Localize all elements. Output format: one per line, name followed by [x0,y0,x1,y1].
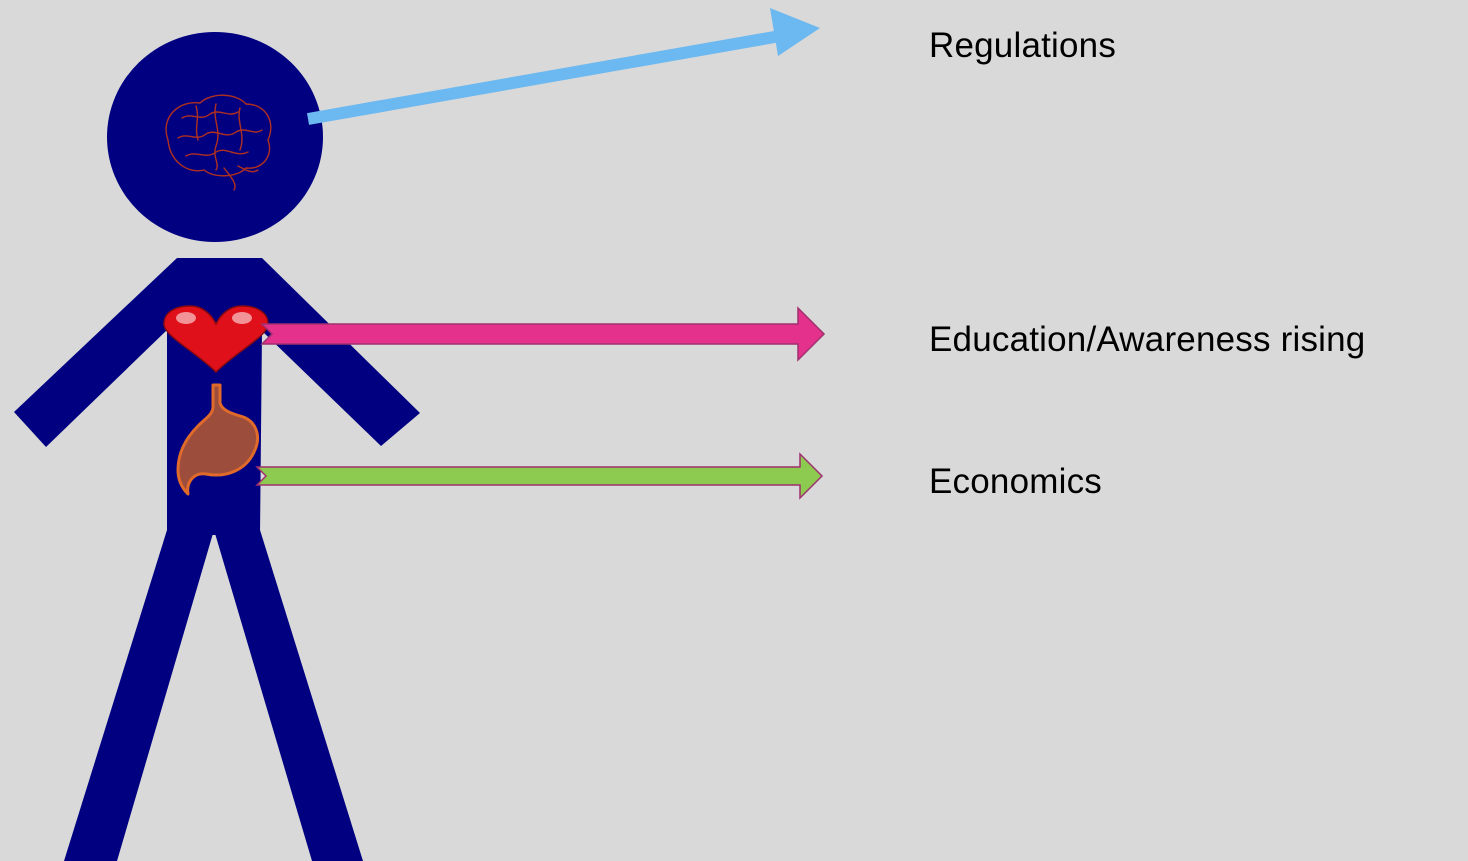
brain-icon [165,94,272,191]
regulations-label: Regulations [929,26,1117,65]
arrow-to-education [260,306,826,362]
arrow-to-economics [255,452,824,500]
figure-right-leg [214,530,363,861]
economics-label: Economics [929,462,1102,501]
figure-head [107,32,323,242]
arrow-to-regulations [306,8,820,125]
figure-left-leg [64,530,214,861]
education-label: Education/Awareness rising [929,320,1366,359]
stomach-icon [176,383,259,496]
